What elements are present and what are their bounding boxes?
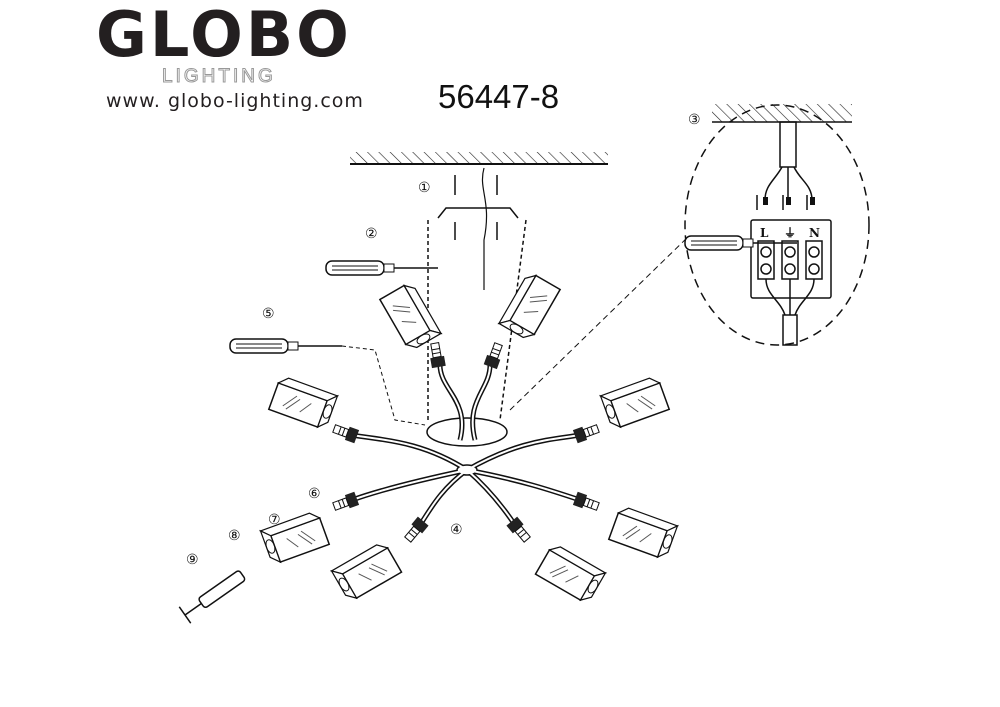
- screwdriver-icon: [325, 260, 439, 276]
- guide-line: [341, 345, 426, 426]
- detail-leader: [509, 234, 691, 411]
- step-7-label: ⑦: [268, 512, 281, 528]
- brand-logo: GLOBO: [96, 0, 352, 71]
- terminal-live-label: L: [760, 226, 769, 240]
- socket: [572, 491, 601, 514]
- glass-shade: [330, 540, 403, 603]
- step-4-label: ④: [450, 522, 463, 538]
- step-6-label: ⑥: [308, 486, 321, 502]
- glass-shade: [599, 374, 670, 431]
- step-1-label: ①: [418, 180, 431, 196]
- step-3-label: ③: [688, 112, 701, 128]
- terminal-neutral-label: N: [809, 226, 820, 240]
- screwdriver-icon: [229, 338, 343, 354]
- glass-shade: [379, 280, 442, 353]
- step-8-label: ⑧: [228, 528, 241, 544]
- socket: [483, 341, 506, 370]
- socket: [427, 341, 447, 369]
- model-number: 56447-8: [438, 78, 560, 115]
- step-5-label: ⑤: [262, 306, 275, 322]
- socket: [572, 421, 601, 444]
- glass-shade: [498, 270, 561, 343]
- terminal-earth-label: ⏚: [784, 226, 796, 240]
- step-2-label: ②: [365, 226, 378, 242]
- socket: [331, 421, 360, 444]
- glass-shade: [268, 374, 339, 431]
- brand-subtitle: LIGHTING: [162, 66, 276, 87]
- ceiling: [350, 152, 608, 165]
- glass-shade: [534, 542, 607, 605]
- bulb-icon: [178, 570, 246, 624]
- socket: [331, 491, 360, 514]
- step-9-label: ⑨: [186, 552, 199, 568]
- glass-shade: [608, 504, 679, 561]
- website-url: www. globo-lighting.com: [106, 90, 364, 112]
- wiring-detail: [684, 104, 870, 346]
